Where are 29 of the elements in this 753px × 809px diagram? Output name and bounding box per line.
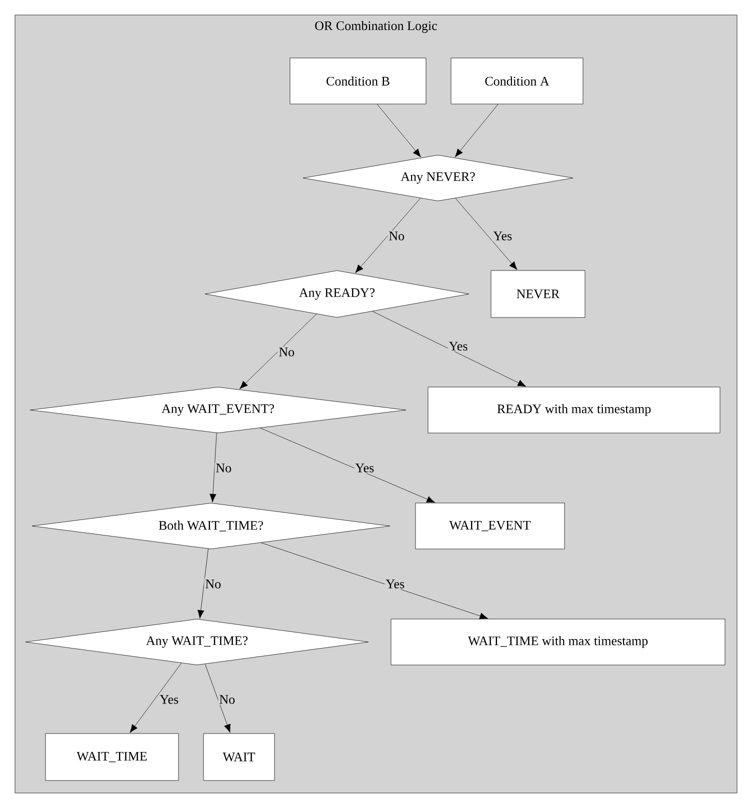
arrow	[240, 314, 317, 390]
arrow	[197, 548, 208, 619]
arrow	[204, 664, 230, 733]
edge-label: Yes	[492, 230, 514, 242]
arrow	[355, 198, 421, 274]
edge-label: No	[204, 578, 222, 590]
process-box: Condition A	[450, 58, 584, 104]
arrow	[455, 198, 518, 270]
arrow	[372, 311, 526, 387]
arrow	[260, 542, 488, 620]
arrow	[376, 104, 421, 158]
process-box: WAIT_TIME with max timestamp	[390, 618, 726, 666]
edge-label: No	[278, 346, 296, 358]
edge-label: Yes	[384, 578, 406, 590]
process-box: WAIT	[203, 733, 275, 781]
edge-label: No	[214, 462, 233, 474]
process-box: READY with max timestamp	[428, 386, 720, 434]
process-box: WAIT_TIME	[45, 733, 179, 781]
process-box: WAIT_EVENT	[415, 502, 565, 550]
edge-label: Yes	[158, 694, 180, 705]
process-box: NEVER	[490, 270, 586, 318]
arrow	[454, 104, 498, 158]
process-box: Condition B	[290, 58, 426, 104]
edge-label: No	[218, 694, 236, 705]
arrow	[260, 428, 436, 503]
arrow	[210, 432, 217, 502]
arrow	[130, 662, 182, 733]
edge-label: No	[388, 230, 406, 242]
edge-label: Yes	[354, 462, 376, 474]
